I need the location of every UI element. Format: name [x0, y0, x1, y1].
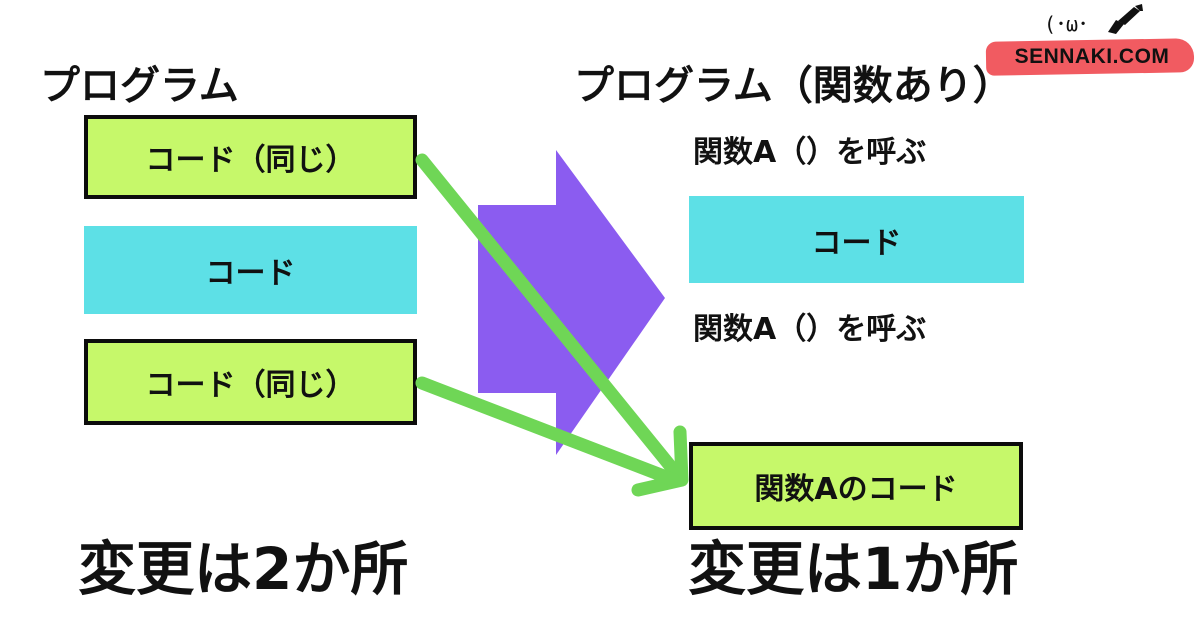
right-result: 変更は1か所: [688, 535, 1019, 603]
logo-face: (･ω･: [1044, 12, 1089, 36]
pen-icon: [1108, 4, 1143, 34]
right-code-box-label: コード: [811, 225, 902, 261]
site-logo-text: SENNAKI.COM: [1014, 45, 1170, 68]
left-code-box-same-2-label: コード（同じ）: [145, 368, 356, 403]
left-code-box-same-1: コード（同じ）: [84, 115, 417, 199]
function-a-code-label: 関数Aのコード: [754, 472, 958, 507]
right-title: プログラム（関数あり）: [574, 63, 1013, 109]
left-code-box-same-1-label: コード（同じ）: [145, 143, 356, 178]
function-call-2: 関数A（）を呼ぶ: [693, 312, 927, 347]
purple-arrow-shape: [478, 150, 665, 455]
left-title: プログラム: [40, 63, 239, 109]
function-call-1: 関数A（）を呼ぶ: [693, 135, 927, 170]
left-result: 変更は2か所: [78, 535, 409, 603]
right-code-box: コード: [689, 196, 1024, 283]
arrow-from-box-3: [415, 376, 681, 487]
function-a-code-box: 関数Aのコード: [689, 442, 1023, 530]
left-code-box: コード: [84, 226, 417, 314]
left-code-box-label: コード: [205, 256, 296, 291]
arrow-from-box-1: [415, 153, 687, 485]
arrow-head-1: [631, 425, 689, 497]
left-code-box-same-2: コード（同じ）: [84, 339, 417, 425]
